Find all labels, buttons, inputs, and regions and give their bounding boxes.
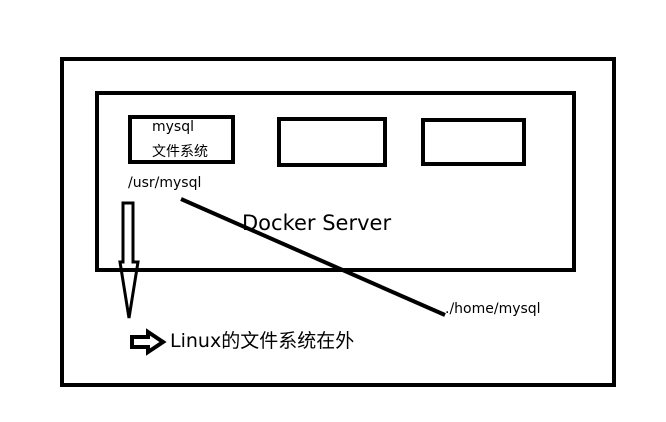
container-name-label: mysql bbox=[152, 119, 194, 135]
container-box-mysql bbox=[128, 115, 235, 164]
host-note-label: Linux的文件系统在外 bbox=[170, 330, 355, 352]
container-box-2 bbox=[277, 117, 387, 167]
docker-server-box bbox=[95, 91, 576, 272]
right-arrow-icon bbox=[130, 328, 167, 356]
docker-server-title: Docker Server bbox=[242, 211, 392, 235]
container-path-label: /usr/mysql bbox=[128, 175, 202, 191]
host-outer-box bbox=[60, 57, 616, 387]
container-filesystem-label: 文件系统 bbox=[152, 144, 208, 160]
volume-mapping-line bbox=[180, 197, 446, 317]
down-arrow-icon bbox=[118, 201, 140, 319]
host-path-label: ./home/mysql bbox=[445, 301, 541, 317]
container-box-3 bbox=[421, 118, 526, 166]
